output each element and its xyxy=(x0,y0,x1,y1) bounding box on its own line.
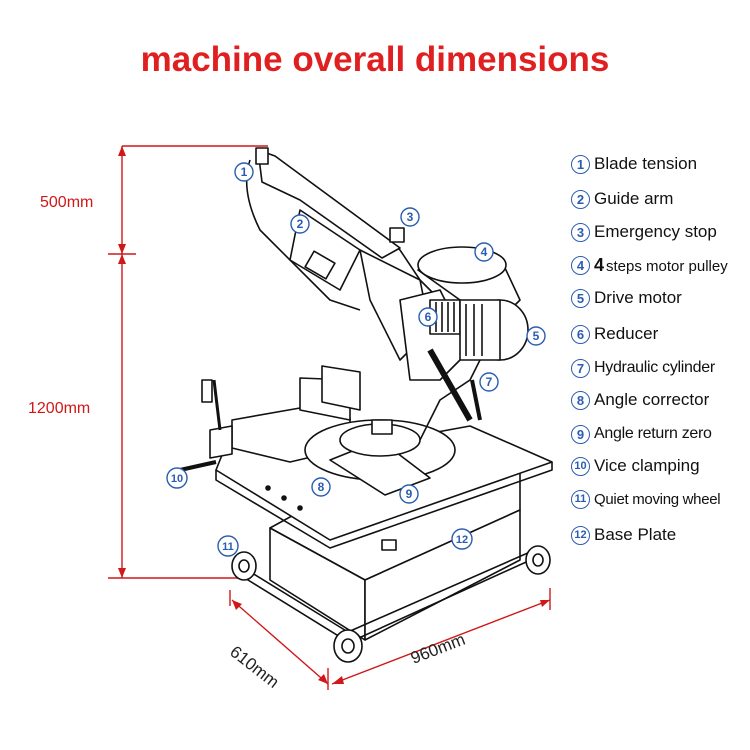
callout-4-text: 4 xyxy=(481,245,488,259)
legend-number: 6 xyxy=(571,324,590,344)
legend-item-7: 7 Hydraulic cylinder xyxy=(571,356,715,380)
legend-number: 10 xyxy=(571,456,590,476)
callout-6: 6 xyxy=(418,307,438,327)
legend-label: Drive motor xyxy=(594,288,682,307)
callout-7-text: 7 xyxy=(486,375,493,389)
legend-item-10: 10 Vice clamping xyxy=(571,454,700,478)
legend-number: 8 xyxy=(571,390,590,410)
legend-item-8: 8 Angle corrector xyxy=(571,388,709,412)
legend-number: 3 xyxy=(571,222,590,242)
legend-label-emphasis: 4 xyxy=(594,254,605,275)
callout-2-text: 2 xyxy=(297,217,304,231)
legend-number: 5 xyxy=(571,288,590,308)
dim-label-1200: 1200mm xyxy=(28,400,91,417)
legend-item-11: 11 Quiet moving wheel xyxy=(571,487,721,511)
callout-12-text: 12 xyxy=(456,534,468,546)
legend-item-3: 3 Emergency stop xyxy=(571,220,717,244)
legend-item-6: 6 Reducer xyxy=(571,322,658,346)
legend-item-9: 9 Angle return zero xyxy=(571,422,712,446)
legend-label: Blade tension xyxy=(594,154,698,173)
legend-label: Guide arm xyxy=(594,189,674,208)
legend-number: 7 xyxy=(571,358,590,378)
callout-5-text: 5 xyxy=(533,329,540,343)
legend-number: 12 xyxy=(571,525,590,545)
legend-number: 9 xyxy=(571,424,590,444)
machine-lineart xyxy=(179,147,553,663)
legend-number: 2 xyxy=(571,189,590,209)
legend-label-rest: steps motor pulley xyxy=(606,257,728,275)
callout-3-text: 3 xyxy=(407,210,414,224)
callout-5: 5 xyxy=(526,326,546,346)
callout-12: 12 xyxy=(451,528,473,550)
legend-label: Angle corrector xyxy=(594,390,710,409)
callout-8: 8 xyxy=(311,477,331,497)
legend-label: Angle return zero xyxy=(594,425,712,442)
dim-label-500: 500mm xyxy=(40,194,94,211)
callouts: 1 2 3 4 5 6 7 8 9 10 11 12 xyxy=(166,162,546,557)
legend-label: Base Plate xyxy=(594,525,677,544)
legend-label: Quiet moving wheel xyxy=(594,490,721,508)
callout-4: 4 xyxy=(474,242,494,262)
callout-7: 7 xyxy=(479,372,499,392)
legend-number: 11 xyxy=(571,489,590,509)
legend-label: Vice clamping xyxy=(594,456,700,475)
legend-number: 4 xyxy=(571,255,590,275)
legend-label: Hydraulic cylinder xyxy=(594,359,715,376)
callout-9: 9 xyxy=(399,484,419,504)
callout-6-text: 6 xyxy=(425,310,432,324)
legend-item-1: 1 Blade tension xyxy=(571,152,697,176)
callout-1: 1 xyxy=(234,162,254,182)
legend-label: Reducer xyxy=(594,324,659,343)
page-title: machine overall dimensions xyxy=(140,40,610,79)
legend-label: Emergency stop xyxy=(594,222,717,241)
legend-item-12: 12 Base Plate xyxy=(571,523,676,547)
callout-2: 2 xyxy=(290,214,310,234)
callout-9-text: 9 xyxy=(406,487,413,501)
callout-11-text: 11 xyxy=(222,541,234,553)
legend-item-2: 2 Guide arm xyxy=(571,187,673,211)
callout-10: 10 xyxy=(166,467,188,489)
callout-3: 3 xyxy=(400,207,420,227)
callout-8-text: 8 xyxy=(318,480,325,494)
legend-item-5: 5 Drive motor xyxy=(571,286,682,310)
dimension-lines xyxy=(108,145,551,690)
callout-11: 11 xyxy=(217,535,239,557)
callout-1-text: 1 xyxy=(241,165,248,179)
legend-number: 1 xyxy=(571,154,590,174)
callout-10-text: 10 xyxy=(171,473,183,485)
